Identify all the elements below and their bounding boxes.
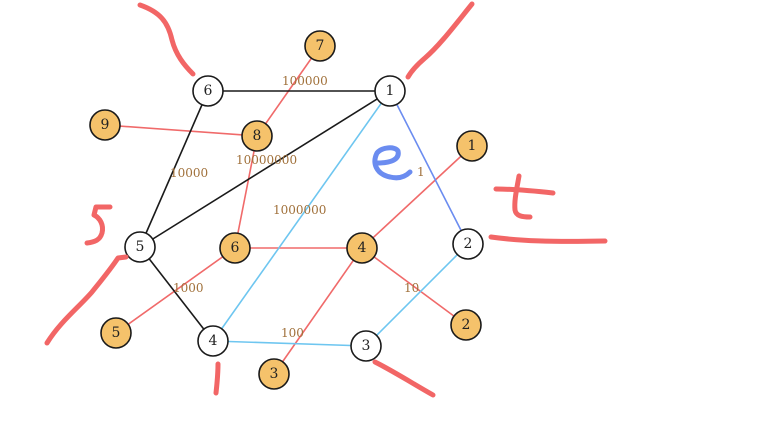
node-o3[interactable]: 3 (258, 358, 290, 390)
annotation-letter-t (512, 173, 533, 220)
edge-labels: 100000 10000000 10000 1000000 1 1000 10 … (170, 74, 425, 340)
edge-w5-w1 (139, 90, 391, 248)
node-label: 4 (209, 333, 218, 349)
edge-w6-w5 (139, 90, 209, 248)
annotation-stroke (405, 1, 475, 80)
edge-w1-w2 (389, 90, 469, 245)
annotation-stroke (137, 2, 196, 77)
edge-label: 100000 (282, 74, 328, 88)
edge-w3-w2 (365, 243, 469, 347)
edge-label: 1000 (173, 281, 204, 295)
node-label: 9 (101, 117, 110, 133)
edge-o4-o3 (273, 247, 363, 375)
edge-w5-w4 (139, 246, 214, 342)
annotation-stroke (372, 359, 436, 398)
white-nodes: 6 1 5 2 4 3 (124, 75, 484, 362)
annotation-stroke (493, 186, 556, 196)
annotation-stroke (44, 254, 129, 346)
annotation-stroke (213, 361, 221, 396)
edge-o8-o6 (234, 135, 258, 249)
node-label: 1 (386, 83, 395, 99)
edge-o4-o1 (361, 145, 473, 249)
edge-label: 1 (417, 165, 425, 179)
node-label: 1 (468, 138, 477, 154)
edge-label: 1000000 (273, 203, 326, 217)
edge-w1-w4 (212, 90, 391, 342)
node-o7[interactable]: 7 (304, 30, 336, 62)
node-label: 6 (204, 83, 213, 99)
annotation-stroke (488, 234, 608, 244)
orange-nodes: 7 9 8 1 6 4 5 2 3 (89, 30, 488, 390)
node-label: 3 (362, 338, 371, 354)
edge-label: 10 (404, 281, 419, 295)
edge-label: 10000 (170, 166, 208, 180)
edge-o4-o2 (361, 247, 467, 326)
node-label: 5 (112, 325, 121, 341)
annotation-letter-e (372, 145, 413, 181)
annotation-digit-5 (84, 204, 113, 246)
node-label: 2 (462, 317, 471, 333)
black-edges (139, 90, 391, 342)
node-label: 6 (231, 240, 240, 256)
node-o2[interactable]: 2 (450, 309, 482, 341)
node-w5[interactable]: 5 (124, 231, 156, 263)
node-o5[interactable]: 5 (100, 317, 132, 349)
node-w1[interactable]: 1 (374, 75, 406, 107)
edge-o9-o8 (104, 124, 258, 137)
node-label: 2 (464, 236, 473, 252)
node-o6[interactable]: 6 (219, 232, 251, 264)
node-o8[interactable]: 8 (241, 120, 273, 152)
node-label: 5 (136, 239, 145, 255)
node-w3[interactable]: 3 (350, 330, 382, 362)
node-w6[interactable]: 6 (192, 75, 224, 107)
node-o9[interactable]: 9 (89, 109, 121, 141)
edge-label: 100 (281, 326, 304, 340)
handwritten-annotations (44, 1, 608, 398)
red-edges (104, 45, 473, 375)
node-label: 8 (253, 128, 262, 144)
node-label: 4 (358, 240, 367, 256)
node-o4[interactable]: 4 (346, 232, 378, 264)
edge-w4-w3 (212, 340, 367, 347)
node-w4[interactable]: 4 (197, 325, 229, 357)
node-label: 7 (316, 38, 325, 54)
light-blue-edges (212, 90, 469, 347)
edge-label: 10000000 (236, 153, 297, 167)
node-o1[interactable]: 1 (456, 130, 488, 162)
node-w2[interactable]: 2 (452, 228, 484, 260)
node-label: 3 (270, 366, 279, 382)
edge-o6-o5 (115, 247, 236, 334)
